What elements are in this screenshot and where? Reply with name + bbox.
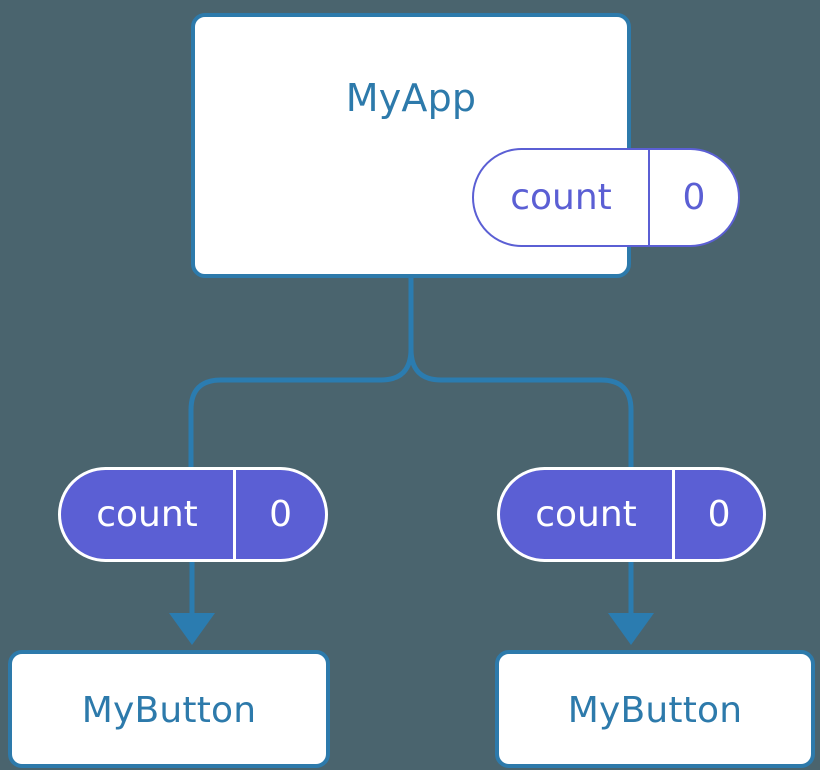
props-pill-value: 0: [233, 470, 325, 559]
state-pill-myapp[interactable]: count 0: [472, 148, 740, 247]
arrowhead-left-icon: [169, 613, 215, 645]
component-box-myapp[interactable]: MyApp count 0: [191, 13, 740, 278]
props-pill-left[interactable]: count 0: [58, 467, 328, 562]
component-box-mybutton-left[interactable]: MyButton: [8, 650, 330, 768]
component-label-myapp: MyApp: [345, 76, 477, 120]
props-pill-key: count: [96, 493, 198, 535]
props-pill-value: 0: [672, 470, 763, 559]
arrowhead-right-icon: [608, 613, 654, 645]
component-label-mybutton: MyButton: [567, 690, 743, 731]
edge-trunk-split-right: [408, 348, 634, 467]
state-pill-key: count: [510, 176, 612, 218]
component-label-mybutton: MyButton: [81, 690, 257, 731]
component-box-mybutton-right[interactable]: MyButton: [495, 650, 815, 768]
props-pill-key: count: [535, 493, 637, 535]
edge-trunk-split: [188, 278, 414, 467]
state-pill-value: 0: [648, 150, 738, 245]
props-pill-right[interactable]: count 0: [497, 467, 766, 562]
